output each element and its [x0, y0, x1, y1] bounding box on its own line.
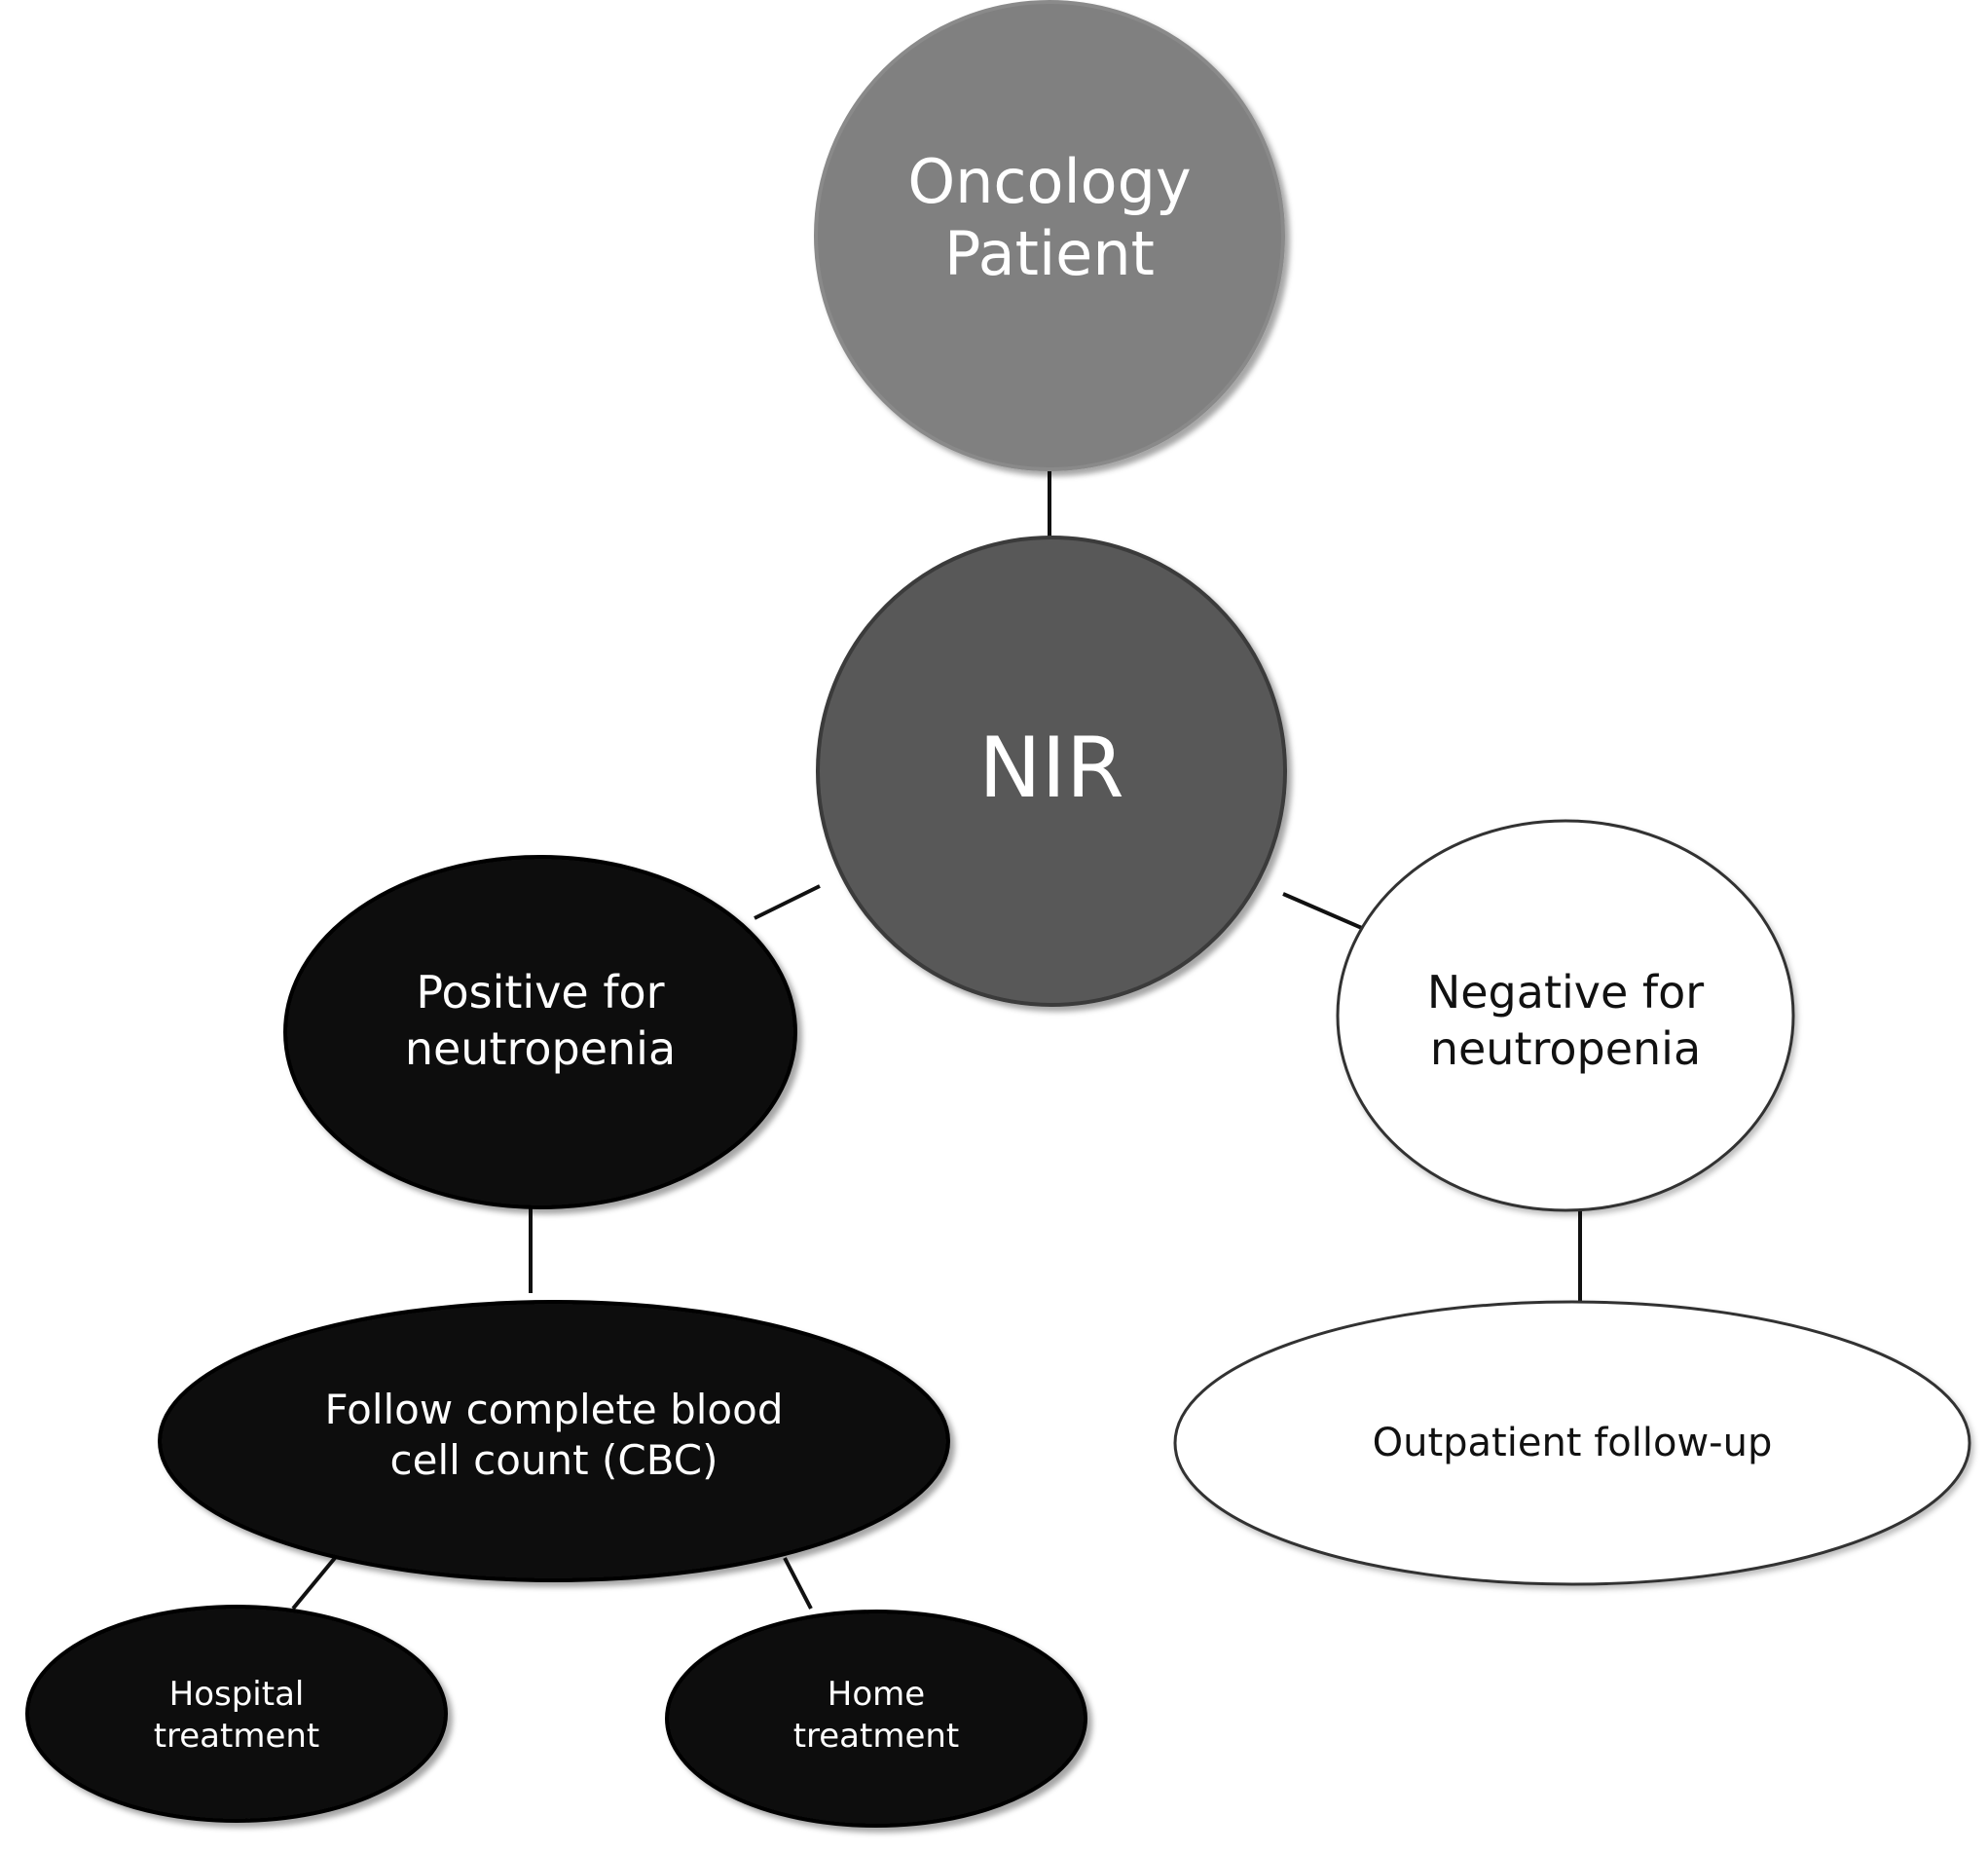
node-positive-line-2: neutropenia	[405, 1022, 676, 1075]
node-hospital-line-2: treatment	[154, 1717, 320, 1756]
edge-nir-to-negative	[1282, 892, 1372, 934]
node-home-line-1: Home	[828, 1675, 925, 1714]
connectors	[291, 414, 1582, 1611]
node-nir-shape	[816, 536, 1287, 1007]
node-oncology-patient-shape	[814, 0, 1285, 471]
node-negative-line-1: Negative for	[1427, 966, 1704, 1019]
node-outpatient-shape	[1173, 1300, 1971, 1586]
node-cbc-line-1: Follow complete blood	[324, 1386, 783, 1433]
edge-nir-to-positive	[754, 884, 821, 920]
node-negative-line-2: neutropenia	[1430, 1022, 1701, 1075]
node-home-shape	[665, 1610, 1087, 1828]
edge-cbc-to-hospital	[291, 1556, 337, 1611]
node-follow-cbc: Follow complete blood cell count (CBC)	[158, 1300, 950, 1582]
node-hospital-shape	[25, 1605, 448, 1823]
node-outpatient-follow-up: Outpatient follow-up	[1173, 1300, 1971, 1586]
node-follow-cbc-shape	[158, 1300, 950, 1582]
node-negative-neutropenia: Negative for neutropenia	[1336, 819, 1795, 1212]
node-cbc-line-2: cell count (CBC)	[390, 1436, 718, 1484]
node-negative-neutropenia-shape	[1336, 819, 1795, 1212]
node-outpatient-label: Outpatient follow-up	[1373, 1421, 1773, 1465]
edge-cbc-to-home	[783, 1557, 813, 1610]
node-hospital-treatment: Hospital treatment	[25, 1605, 448, 1823]
node-home-line-2: treatment	[793, 1717, 960, 1756]
node-home-treatment: Home treatment	[665, 1610, 1087, 1828]
node-oncology-patient-line-1: Oncology	[907, 146, 1191, 217]
node-hospital-line-1: Hospital	[169, 1675, 305, 1714]
node-nir: NIR	[816, 536, 1287, 1007]
node-oncology-patient-line-2: Patient	[944, 218, 1155, 289]
node-positive-neutropenia: Positive for neutropenia	[283, 855, 797, 1209]
node-positive-neutropenia-shape	[283, 855, 797, 1209]
node-oncology-patient: Oncology Patient	[814, 0, 1285, 471]
node-positive-line-1: Positive for	[416, 966, 664, 1019]
node-nir-label: NIR	[978, 720, 1123, 817]
